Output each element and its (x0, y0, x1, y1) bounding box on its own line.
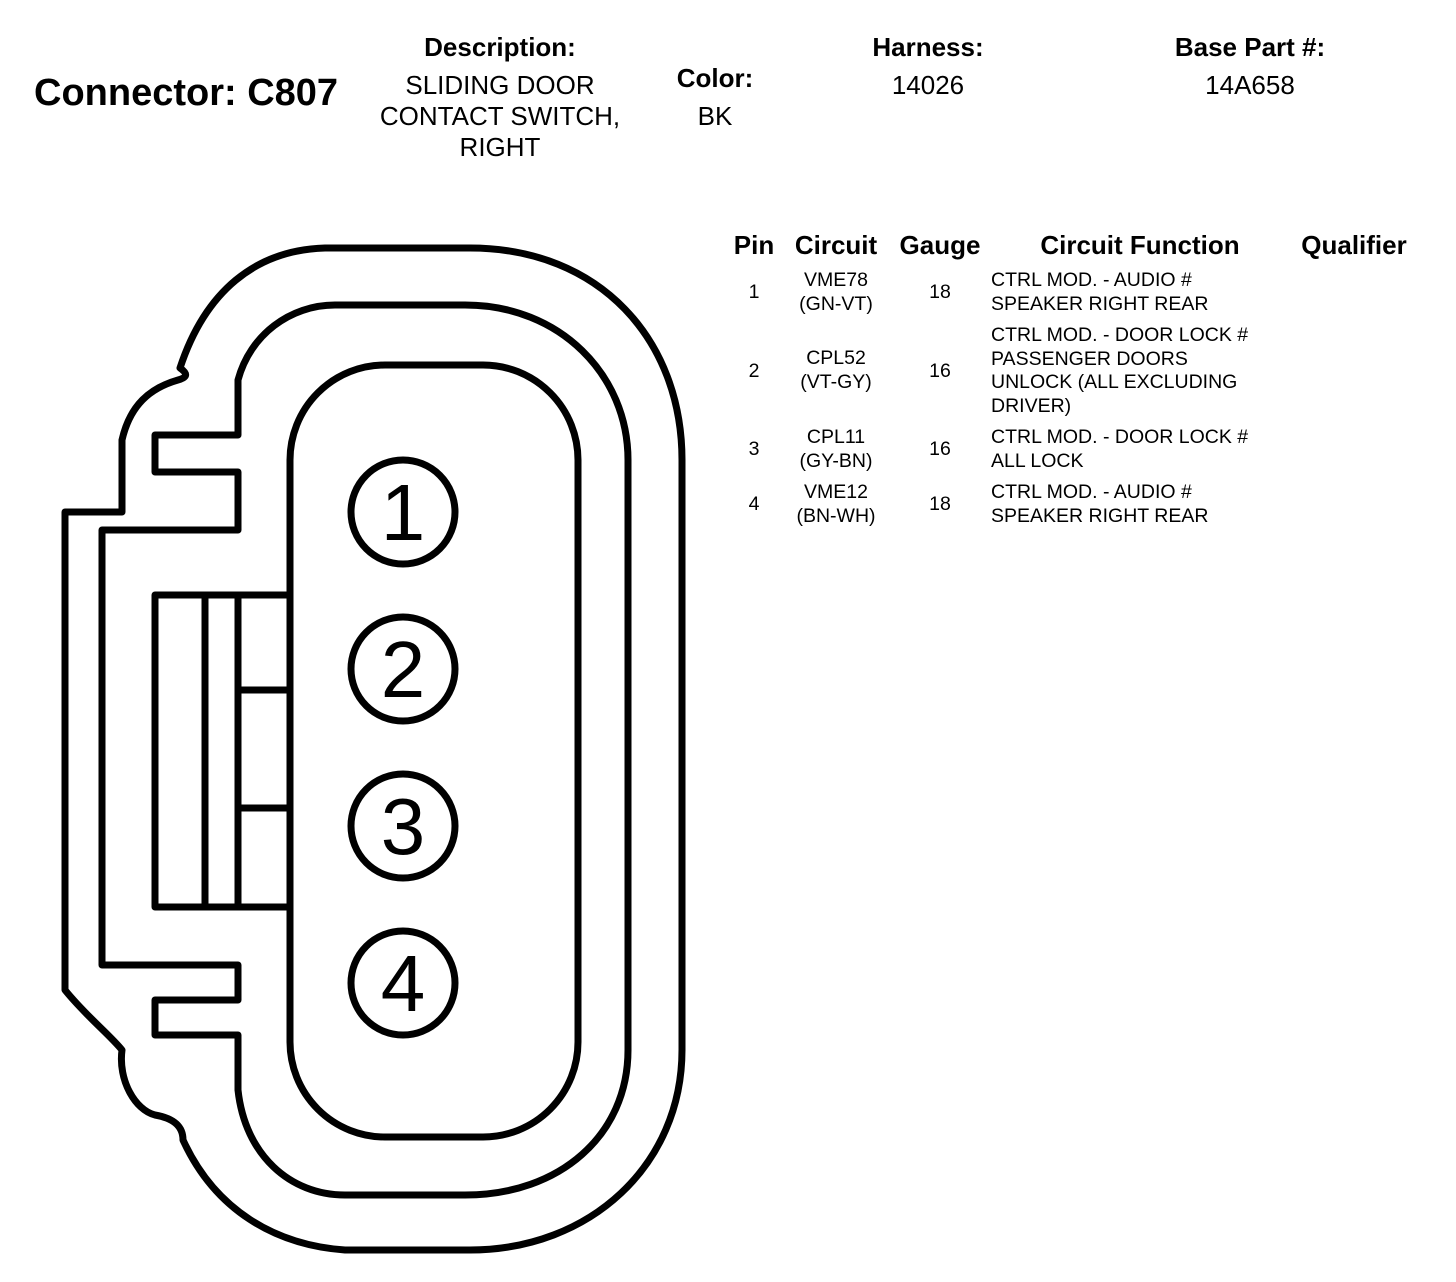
table-row-1-function: CTRL MOD. - AUDIO # SPEAKER RIGHT REAR (991, 269, 1209, 315)
table-row-2-pin: 2 (748, 360, 760, 382)
column-header-gauge: Gauge (899, 230, 981, 260)
pin-circle-1 (347, 456, 459, 568)
latch-block (151, 591, 294, 911)
harness-label: Harness: (872, 32, 984, 62)
color-label: Color: (676, 63, 754, 93)
column-header-circuit-function: Circuit Function (1040, 230, 1240, 260)
base-part-label: Base Part #: (1174, 32, 1326, 62)
pin-label-2: 2 (381, 625, 426, 714)
pin-circle-4 (347, 927, 459, 1039)
table-row-1-circuit: VME78 (GN-VT) (799, 269, 873, 315)
connector-face-diagram: 1 2 3 4 (61, 244, 686, 1254)
table-row-2-circuit: CPL52 (VT-GY) (800, 347, 872, 393)
housing-inner-ring (98, 301, 632, 1199)
description-label: Description: (424, 32, 576, 62)
pin-label-3: 3 (381, 782, 426, 871)
connector-title: Connector: C807 (34, 72, 339, 114)
table-row-2-function: CTRL MOD. - DOOR LOCK # PASSENGER DOORS … (991, 324, 1249, 417)
base-part-value: 14A658 (1205, 70, 1295, 100)
table-row-1-pin: 1 (748, 281, 760, 303)
table-row-1-gauge: 18 (929, 281, 951, 303)
table-row-3-gauge: 16 (929, 438, 951, 460)
table-row-4-gauge: 18 (929, 493, 951, 515)
table-row-4-pin: 4 (748, 493, 760, 515)
table-row-3-function: CTRL MOD. - DOOR LOCK # ALL LOCK (991, 426, 1249, 472)
pin-circle-2 (347, 613, 459, 725)
color-value: BK (697, 101, 733, 131)
column-header-circuit: Circuit (794, 230, 878, 260)
pin-circle-3 (347, 770, 459, 882)
column-header-pin: Pin (733, 230, 775, 260)
table-row-4-circuit: VME12 (BN-WH) (796, 481, 876, 527)
table-row-2-gauge: 16 (929, 360, 951, 382)
housing-outer-outline (61, 244, 686, 1254)
table-row-3-pin: 3 (748, 438, 760, 460)
pin-label-1: 1 (381, 468, 426, 557)
table-row-4-function: CTRL MOD. - AUDIO # SPEAKER RIGHT REAR (991, 481, 1209, 527)
description-value: SLIDING DOOR CONTACT SWITCH, RIGHT (379, 70, 621, 162)
column-header-qualifier: Qualifier (1301, 230, 1407, 260)
table-row-3-circuit: CPL11 (GY-BN) (799, 426, 873, 472)
pin-label-4: 4 (381, 939, 426, 1028)
harness-value: 14026 (891, 70, 965, 100)
